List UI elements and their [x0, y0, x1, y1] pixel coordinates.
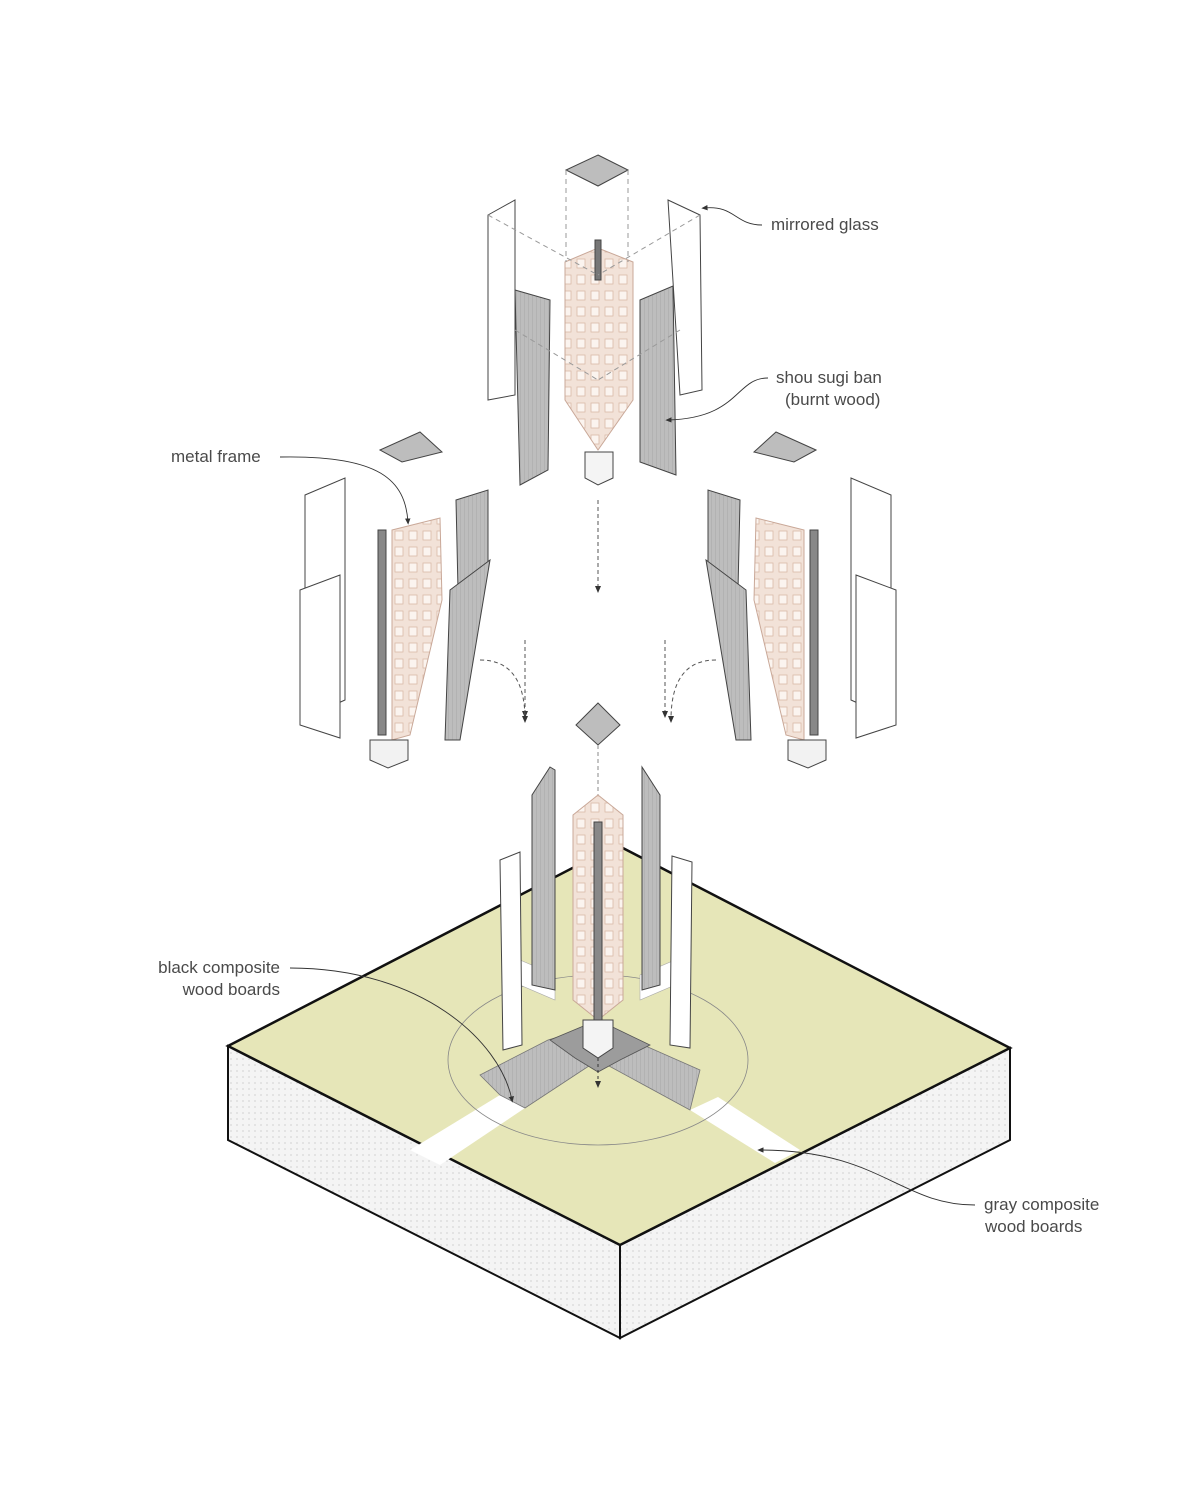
- burnt-wood-panel-left: [514, 289, 551, 486]
- leader-black-composite: [289, 967, 514, 1103]
- glass-panel-left: [499, 851, 523, 1051]
- burnt-wood-panel-right: [641, 765, 661, 991]
- label-metal-frame: metal frame: [171, 447, 261, 466]
- leader-shou-sugi-ban: [665, 377, 769, 423]
- top-exploded-module: [487, 154, 703, 593]
- cap: [378, 431, 444, 463]
- metal-frame-post: [594, 239, 602, 281]
- glass-panel-right: [669, 855, 693, 1049]
- white-path-right: [690, 1097, 800, 1163]
- footing: [787, 739, 827, 769]
- label-gray-composite: gray composite: [984, 1195, 1100, 1214]
- footing: [584, 451, 614, 486]
- label-black-composite: black composite: [158, 958, 280, 977]
- leader-metal-frame: [279, 456, 411, 525]
- metal-frame-post: [377, 529, 387, 736]
- label-black-composite-2: wood boards: [182, 980, 280, 999]
- metal-frame-post: [809, 529, 819, 736]
- assembled-column: [499, 640, 693, 1088]
- burnt-wood-panel-right: [639, 285, 677, 476]
- burnt-wood-panel-front: [705, 558, 752, 741]
- label-mirrored-glass: mirrored glass: [771, 215, 879, 234]
- leader-lines: [279, 204, 976, 1206]
- burnt-wood-panel-left: [531, 766, 556, 991]
- leader-gray-composite: [757, 1147, 976, 1206]
- label-burnt-wood: (burnt wood): [785, 390, 881, 409]
- label-gray-composite-2: wood boards: [985, 1217, 1083, 1236]
- cap: [564, 154, 630, 187]
- cap: [752, 431, 818, 463]
- ground-plinth: [225, 843, 1013, 1340]
- right-exploded-module: [668, 431, 897, 769]
- leader-mirrored-glass: [701, 204, 763, 226]
- label-shou-sugi-ban: shou sugi ban: [776, 368, 882, 387]
- footing: [369, 739, 409, 769]
- left-exploded-module: [299, 431, 528, 769]
- glass-panel-front: [855, 574, 897, 739]
- burnt-wood-panel-front: [444, 558, 491, 741]
- white-path-left: [410, 1095, 525, 1165]
- footing: [582, 1019, 614, 1059]
- cap: [575, 702, 621, 746]
- glass-panel-left: [487, 199, 516, 401]
- frame-lattice: [753, 517, 805, 741]
- glass-panel-front: [299, 574, 341, 739]
- frame-lattice: [391, 517, 443, 741]
- glass-panel-right: [667, 199, 703, 396]
- metal-frame-post: [593, 821, 603, 1023]
